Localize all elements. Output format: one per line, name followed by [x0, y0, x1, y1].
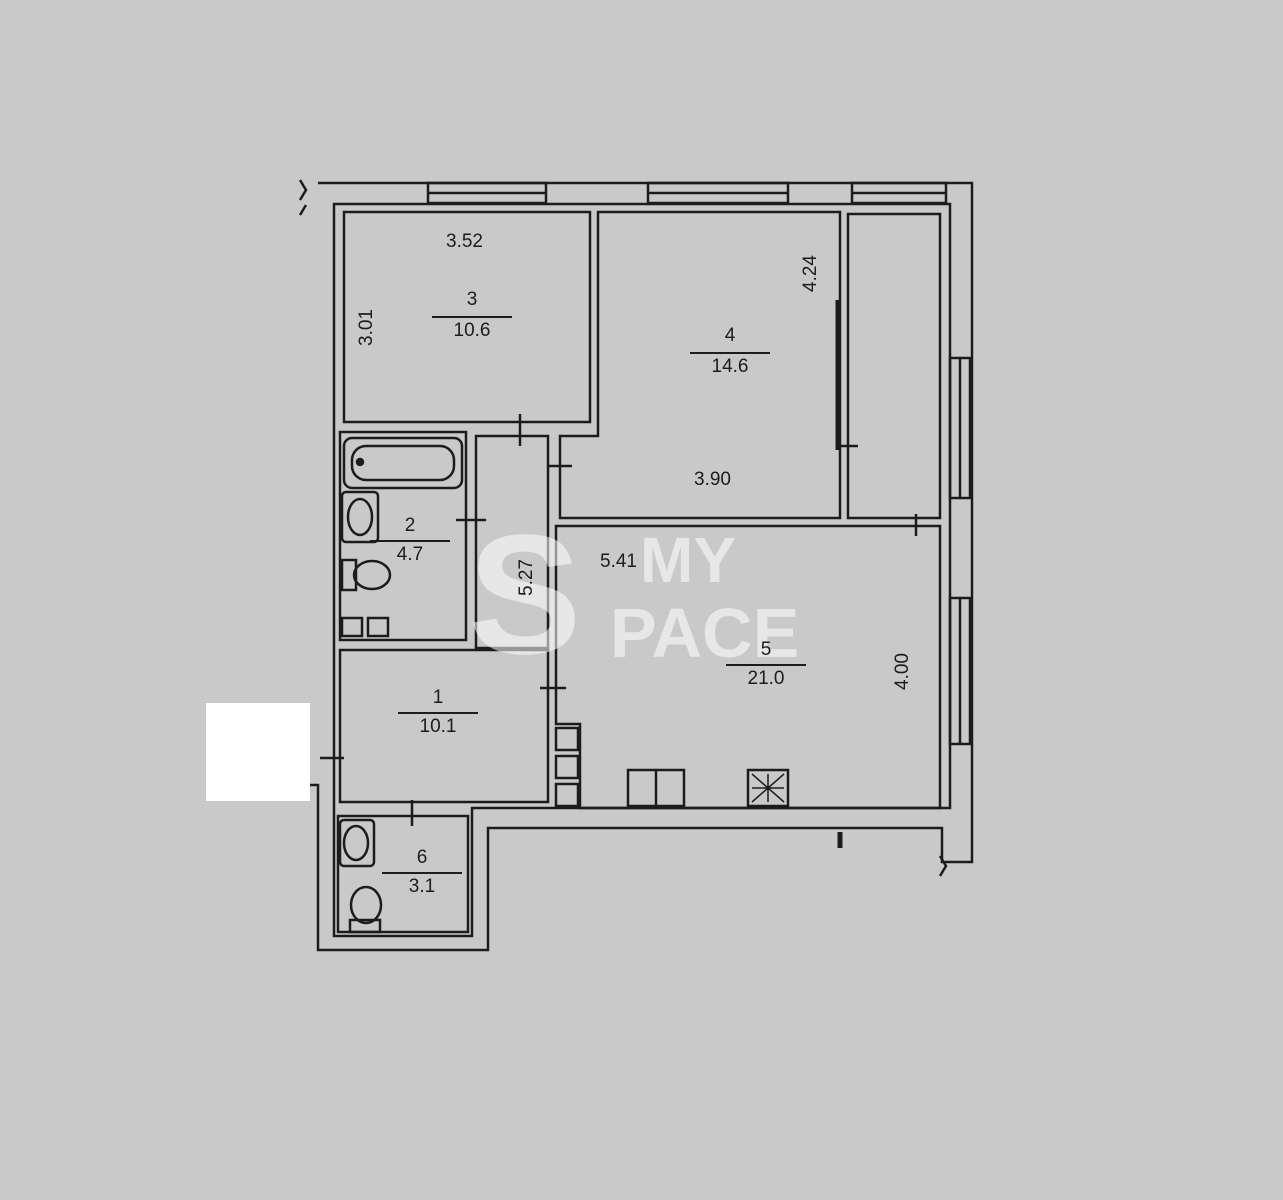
- toilet-6: [348, 918, 382, 934]
- room-2-outline: [338, 430, 468, 642]
- room-3-area: 10.6: [432, 316, 512, 340]
- watermark-line2: PACE: [610, 594, 800, 672]
- watermark-line1: MY: [640, 524, 736, 596]
- room-6-outline: [336, 814, 470, 934]
- outer-wall: [310, 181, 974, 952]
- corridor-length-dimension: 5.27: [515, 559, 537, 596]
- room-6-number: 6: [416, 847, 428, 868]
- room-4-width-dimension: 3.90: [694, 469, 731, 490]
- room-4-number: 4: [724, 325, 736, 346]
- sink-6: [338, 818, 376, 868]
- stove: [746, 768, 790, 808]
- inner-wall: [332, 202, 952, 938]
- room-4-outline: [558, 210, 842, 520]
- watermark-logo-letter: S: [468, 500, 582, 690]
- room-1-number: 1: [432, 687, 444, 708]
- room-1-outline: [338, 648, 550, 804]
- room-5-area: 21.0: [726, 664, 806, 688]
- room-4-area: 14.6: [690, 352, 770, 376]
- redaction-block: [206, 703, 310, 801]
- corridor-outline: [474, 434, 550, 650]
- room-1-area: 10.1: [398, 712, 478, 736]
- room-5-outline: [554, 524, 942, 810]
- room-2-area: 4.7: [370, 540, 450, 564]
- room-3-depth-dimension: 3.01: [355, 309, 377, 346]
- room-3-number: 3: [466, 289, 478, 310]
- toilet-2: [340, 558, 358, 592]
- sink-2: [340, 490, 380, 544]
- room-3-width-dimension: 3.52: [446, 231, 483, 252]
- room-3-outline: [342, 210, 592, 424]
- room-4-side-dimension: 4.24: [799, 255, 821, 292]
- room-6-area: 3.1: [382, 872, 462, 896]
- room-5-number: 5: [760, 639, 772, 660]
- loggia-outline: [846, 212, 942, 520]
- room-5-width-dimension: 5.41: [600, 551, 637, 572]
- bathtub: [342, 436, 464, 490]
- room-2-number: 2: [404, 515, 416, 536]
- room-5-depth-dimension: 4.00: [891, 653, 913, 690]
